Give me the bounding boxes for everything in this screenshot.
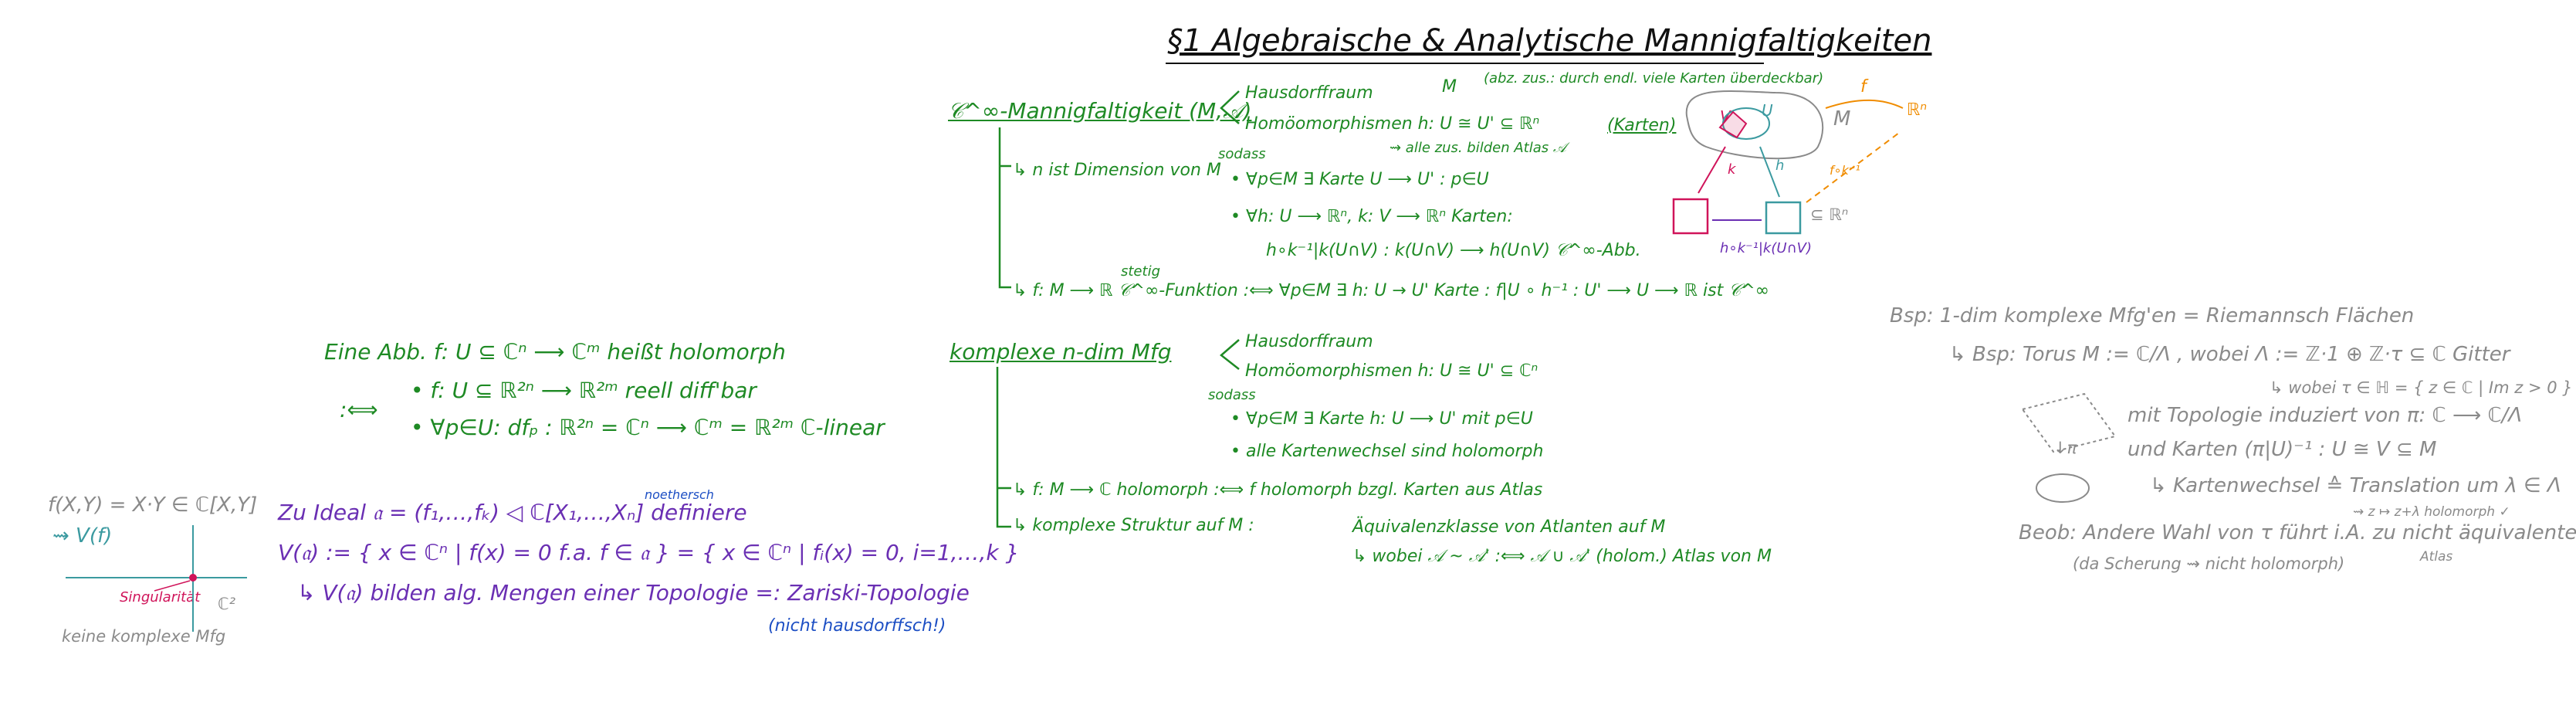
keine-mfg-label: keine komplexe Mfg [62, 627, 226, 646]
translation-holomorph: ⇝ z ↦ z+λ holomorph ✓ [2353, 504, 2510, 520]
diagram-k-label: k [1728, 161, 1736, 178]
transition-translation: ↳ Kartenwechsel ≙ Translation um λ ∈ Λ [2150, 474, 2561, 497]
diagram-subset-rn: ⊆ ℝⁿ [1810, 205, 1849, 224]
charts-note: und Karten (π|U)⁻¹ : U ≅ V ⊆ M [2127, 438, 2437, 461]
f-holomorph: ↳ f: M ⟶ ℂ holomorph :⟺ f holomorph bzgl… [1013, 480, 1543, 500]
arrow-k [1698, 146, 1726, 194]
scherung-note: (da Scherung ⇝ nicht holomorph) [2073, 555, 2345, 573]
atlas-equivalence: ↳ wobei 𝒜 ~ 𝒜' :⟺ 𝒜 ∪ 𝒜' (holom.) Atlas … [1352, 547, 1772, 566]
complex-manifold-heading: komplexe n-dim Mfg [949, 339, 1172, 365]
chart-domain-v [1718, 110, 1748, 139]
noether-note: noethersch [645, 487, 714, 502]
manifold-blob [1685, 90, 1824, 160]
pi-arrow: ↓π [2053, 439, 2077, 457]
cinf-flow-line [998, 127, 1011, 289]
condition-real-diff: • f: U ⊆ ℝ²ⁿ ⟶ ℝ²ᵐ reell diff'bar [411, 378, 757, 403]
transition-map: h∘k⁻¹|k(U∩V) : k(U∩V) ⟶ h(U∩V) 𝒞^∞-Abb. [1266, 241, 1641, 260]
condition-c-linear: • ∀p∈U: dfₚ : ℝ²ⁿ = ℂⁿ ⟶ ℂᵐ = ℝ²ᵐ ℂ-line… [411, 415, 885, 440]
hausdorff2-label: Hausdorffraum [1245, 332, 1373, 351]
arrow-f [1825, 99, 1904, 109]
atlas-word: Atlas [2420, 549, 2453, 565]
m-letter: M [1442, 77, 1457, 97]
diagram-f-label: f [1860, 77, 1867, 97]
kartenwechsel-holomorph: • alle Kartenwechsel sind holomorph [1230, 442, 1544, 461]
forall-karte: • ∀p∈M ∃ Karte U ⟶ U' : p∈U [1230, 170, 1489, 189]
vf-label: ⇝ V(f) [52, 524, 113, 548]
cinf-function: ↳ f: M ⟶ ℝ 𝒞^∞-Funktion :⟺ ∀p∈M ∃ h: U →… [1013, 281, 1769, 300]
abzahl-note: (abz. zus.: durch endl. viele Karten übe… [1484, 70, 1824, 86]
holomorph-definition: Eine Abb. f: U ⊆ ℂⁿ ⟶ ℂᵐ heißt holomorph [324, 339, 786, 365]
diagram-h-label: h [1775, 158, 1785, 174]
arrow-h [1759, 146, 1780, 198]
beob-note: Beob: Andere Wahl von τ führt i.A. zu ni… [2019, 521, 2576, 544]
hausdorff-label: Hausdorffraum [1245, 83, 1373, 103]
c2-label: ℂ² [218, 595, 236, 613]
sodass2-label: sodass [1208, 387, 1256, 403]
equivalence-class: Äquivalenzklasse von Atlanten auf M [1352, 517, 1666, 537]
forall-complex-karte: • ∀p∈M ∃ Karte h: U ⟶ U' mit p∈U [1230, 409, 1533, 429]
complex-flow-line [996, 367, 1011, 528]
homeo-label: Homöomorphismen h: U ≅ U' ⊆ ℝⁿ [1245, 114, 1540, 134]
complex-bracket [1220, 339, 1240, 370]
cinf-manifold-heading: 𝒞^∞-Mannigfaltigkeit (M,𝒜) [948, 98, 1252, 124]
zariski-topology: ↳ V(𝔞) bilden alg. Mengen einer Topologi… [297, 580, 970, 605]
forall-charts: • ∀h: U ⟶ ℝⁿ, k: V ⟶ ℝⁿ Karten: [1230, 207, 1513, 226]
singularity-point [189, 574, 197, 582]
ideal-definition: Zu Ideal 𝔞 = (f₁,…,fₖ) ◁ ℂ[X₁,…,Xₙ] defi… [278, 500, 747, 525]
torus-sketch [2036, 473, 2090, 503]
iff-symbol: :⟺ [340, 397, 378, 422]
singularity-label: Singularität [120, 589, 201, 605]
fxy-example: f(X,Y) = X·Y ∈ ℂ[X,Y] [48, 493, 258, 517]
cinf-bracket [1220, 90, 1240, 124]
complex-structure: ↳ komplexe Struktur auf M : [1013, 516, 1254, 535]
page-title: §1 Algebraische & Analytische Mannigfalt… [1167, 23, 1932, 59]
arrow-fk [1806, 132, 1900, 203]
atlas-note: ⇝ alle zus. bilden Atlas 𝒜 [1390, 140, 1566, 156]
dimension-label: ↳ n ist Dimension von M [1013, 161, 1221, 180]
zariski-note: (nicht hausdorffsch!) [768, 616, 946, 636]
diagram-hk-label: h∘k⁻¹|k(U∩V) [1720, 240, 1813, 256]
torus-example: ↳ Bsp: Torus M := ℂ/Λ , wobei Λ := ℤ·1 ⊕… [1949, 343, 2510, 366]
singularity-pointer [154, 580, 191, 592]
diagram-m-label: M [1833, 107, 1851, 131]
sodass-label: sodass [1218, 146, 1266, 162]
tau-condition: ↳ wobei τ ∈ ℍ = { z ∈ ℂ | Im z > 0 } [2270, 378, 2573, 397]
topology-note: mit Topologie induziert von π: ℂ ⟶ ℂ/Λ [2127, 404, 2523, 427]
v-definition: V(𝔞) := { x ∈ ℂⁿ | f(x) = 0 f.a. f ∈ 𝔞 }… [278, 540, 1020, 565]
chart-image-k [1672, 198, 1709, 235]
chart-image-h [1765, 201, 1802, 235]
riemann-example: Bsp: 1-dim komplexe Mfg'en = Riemannsch … [1890, 304, 2415, 327]
diagram-rn-label: ℝⁿ [1907, 100, 1928, 120]
lattice-sketch [2021, 392, 2117, 453]
stetig-note: stetig [1121, 263, 1160, 280]
diagram-fk-label: f∘k⁻¹ [1830, 163, 1860, 178]
homeo2-label: Homöomorphismen h: U ≅ U' ⊆ ℂⁿ [1245, 361, 1538, 381]
karten-label: (Karten) [1607, 116, 1677, 135]
